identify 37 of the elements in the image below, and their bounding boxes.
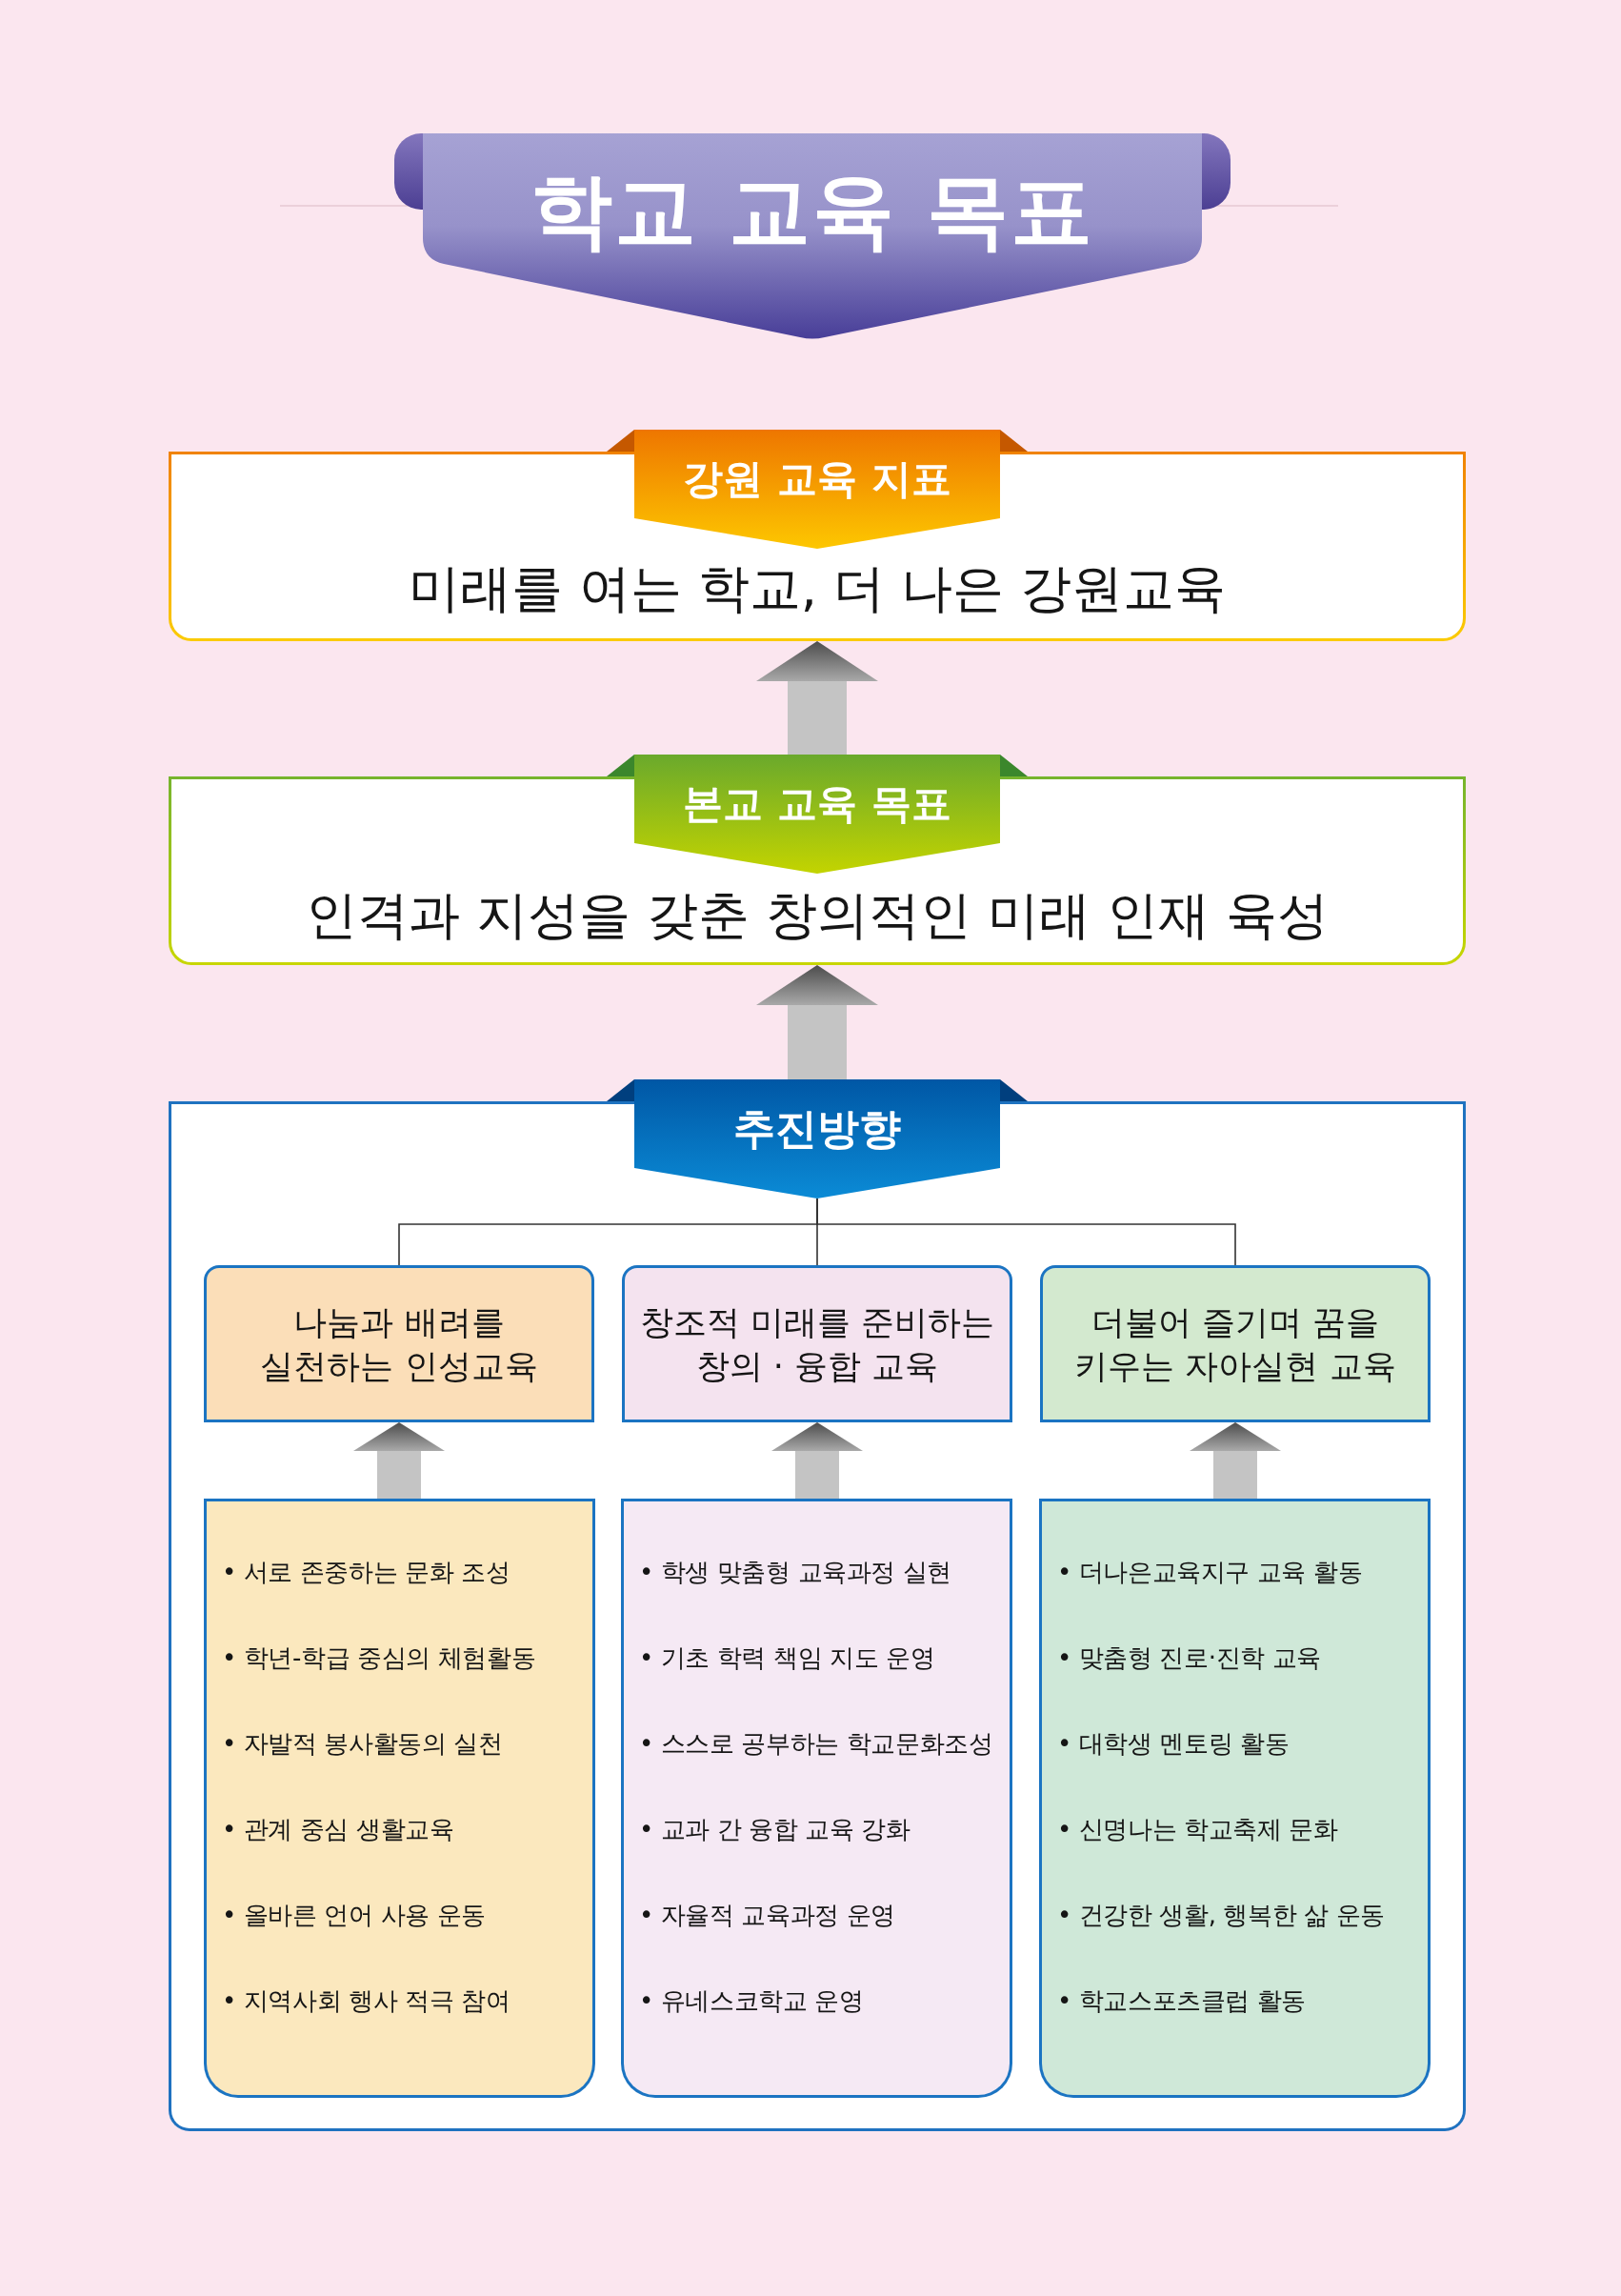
- bullet-item: • 기초 학력 책임 지도 운영: [639, 1642, 935, 1674]
- block-arrow: [353, 1422, 445, 1499]
- direction-box: [204, 1265, 594, 1422]
- goal-text: 미래를 여는 학교, 더 나은 강원교육: [408, 557, 1227, 620]
- bullet-item: • 서로 존중하는 문화 조성: [222, 1557, 510, 1588]
- bullet-item: • 관계 중심 생활교육: [222, 1814, 454, 1845]
- block-arrow: [771, 1422, 863, 1499]
- direction-text: 더불어 즐기며 꿈을 키우는 자아실현 교육: [1073, 1301, 1397, 1387]
- diagram-title: 학교 교육 목표: [530, 163, 1094, 258]
- direction-box: [622, 1265, 1012, 1422]
- bullet-item: • 더나은교육지구 교육 활동: [1057, 1557, 1363, 1588]
- direction-text: 나눔과 배려를 실천하는 인성교육: [259, 1301, 539, 1387]
- bullet-item: • 대학생 멘토링 활동: [1057, 1728, 1290, 1760]
- direction-box: [1040, 1265, 1431, 1422]
- bullet-item: • 유네스코학교 운영: [639, 1985, 864, 2017]
- bullet-item: • 맞춤형 진로·진학 교육: [1057, 1642, 1321, 1674]
- bullet-item: • 학생 맞춤형 교육과정 실현: [639, 1557, 951, 1588]
- bullet-item: • 건강한 생활, 행복한 삶 운동: [1057, 1900, 1385, 1931]
- task-list-box: [1039, 1499, 1431, 2098]
- task-list-box: [621, 1499, 1012, 2098]
- section-heading: 추진방향: [733, 1104, 901, 1154]
- bullet-item: • 교과 간 융합 교육 강화: [639, 1814, 911, 1845]
- bullet-item: • 학교스포츠클럽 활동: [1057, 1985, 1307, 2017]
- task-list-box: [204, 1499, 595, 2098]
- bullet-item: • 자발적 봉사활동의 실천: [222, 1728, 503, 1760]
- section-heading: 강원 교육 지표: [683, 455, 951, 503]
- direction-text: 창조적 미래를 준비하는 창의 · 융합 교육: [638, 1301, 996, 1387]
- bullet-item: • 올바른 언어 사용 운동: [222, 1900, 486, 1931]
- bullet-item: • 스스로 공부하는 학교문화조성: [639, 1728, 993, 1760]
- block-arrow: [1190, 1422, 1281, 1499]
- bullet-item: • 신명나는 학교축제 문화: [1057, 1814, 1338, 1845]
- bullet-item: • 지역사회 행사 적극 참여: [222, 1985, 510, 2017]
- connector-line: [816, 1198, 1236, 1266]
- bullet-item: • 학년-학급 중심의 체험활동: [222, 1642, 536, 1674]
- bullet-item: • 자율적 교육과정 운영: [639, 1900, 895, 1931]
- section-heading: 본교 교육 목표: [683, 780, 951, 828]
- goal-text: 인격과 지성을 갖춘 창의적인 미래 인재 육성: [305, 884, 1330, 947]
